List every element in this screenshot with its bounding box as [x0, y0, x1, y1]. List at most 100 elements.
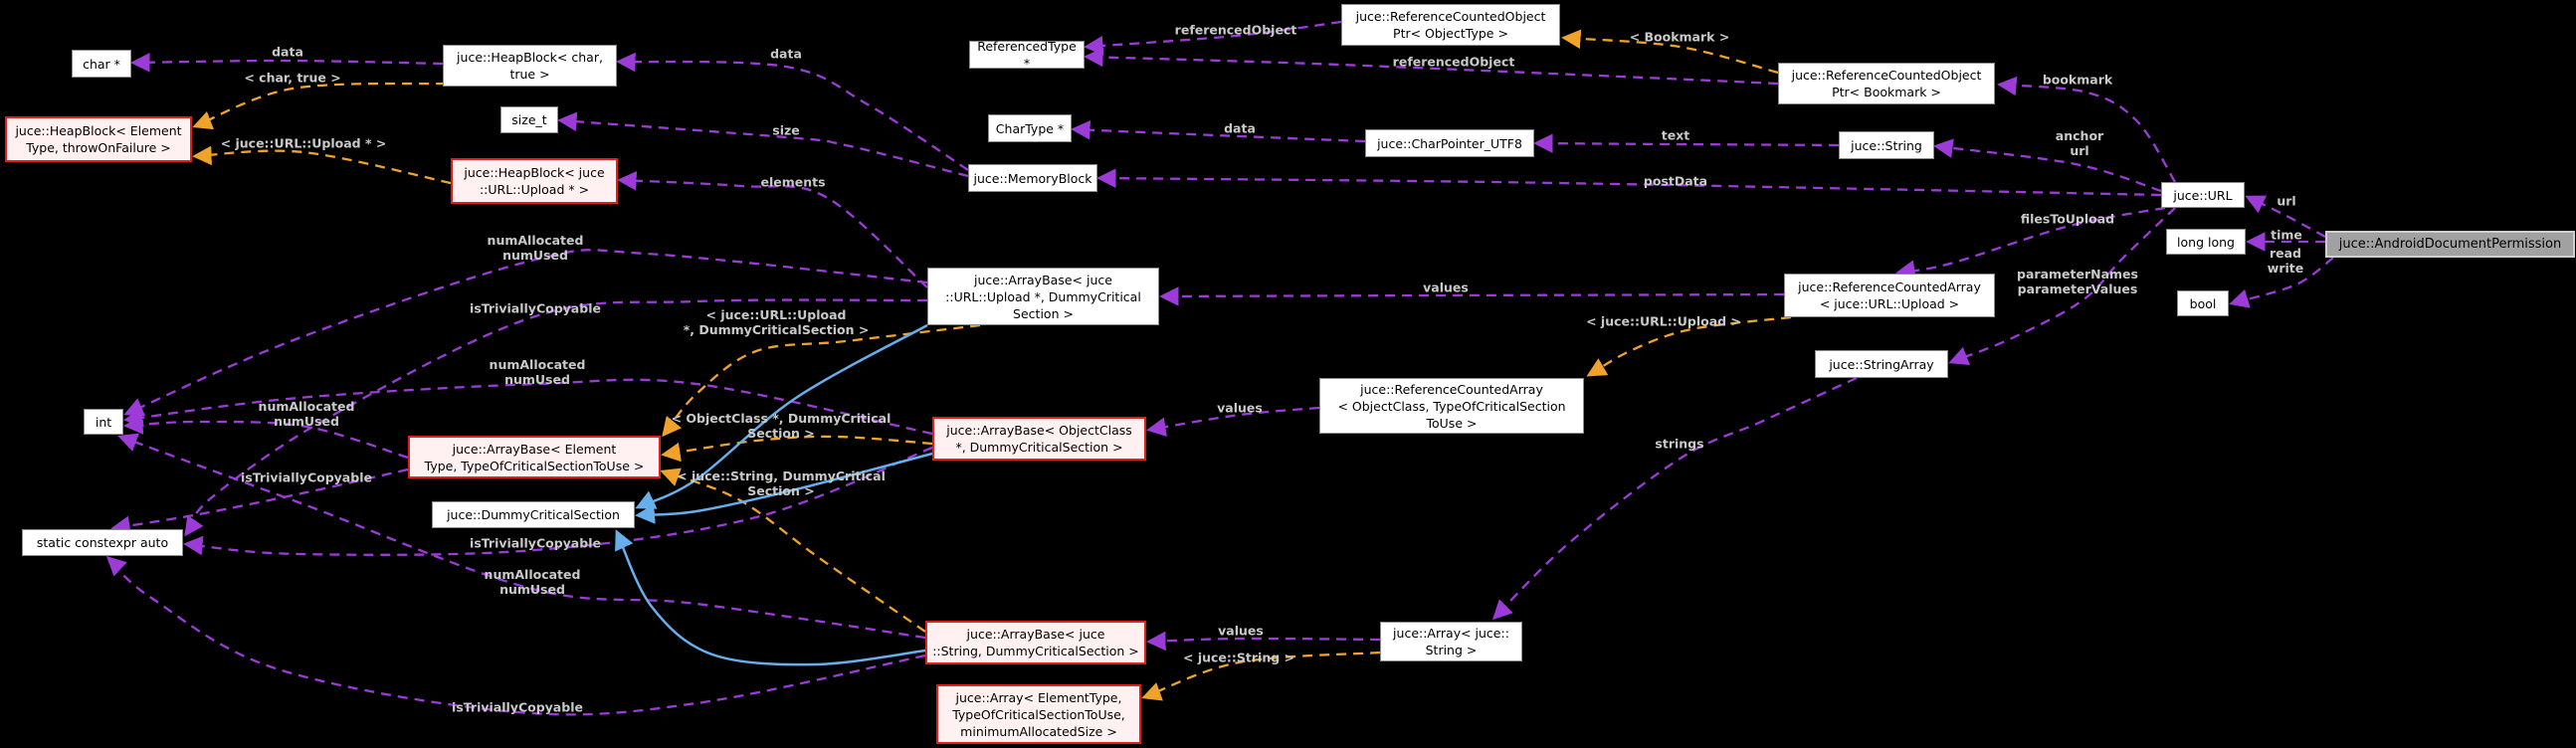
edge-rca-upload-to-arraybase-upload — [1159, 286, 1785, 306]
edge-label-url-to-rcop-bookmark: bookmark — [2042, 72, 2113, 88]
edge-memoryblock-to-size-t — [557, 111, 969, 178]
edge-label-arraybase-objectclass-to-int: numAllocated numUsed — [489, 357, 586, 387]
edge-label-arraybase-string-to-int: numAllocated numUsed — [484, 567, 581, 597]
node-rcop-objecttype[interactable]: juce::ReferenceCountedObject Ptr< Object… — [1341, 4, 1560, 46]
edge-label-arraybase-upload-to-int: numAllocated numUsed — [487, 233, 584, 263]
edge-rcop-bookmark-to-referencedtype-ptr — [1084, 47, 1779, 86]
node-array-elementtype[interactable]: juce::Array< ElementType, TypeOfCritical… — [936, 684, 1141, 744]
node-rca-upload[interactable]: juce::ReferenceCountedArray < juce::URL:… — [1784, 274, 1995, 317]
edge-rcop-objecttype-to-referencedtype-ptr — [1084, 20, 1342, 56]
edge-label-arraybase-string-to-arraybase-elementtype: < juce::String, DummyCritical Section > — [677, 468, 886, 498]
edge-label-arraybase-objectclass-to-arraybase-elementtype: < ObjectClass *, DummyCritical Section > — [671, 411, 892, 441]
node-rcop-bookmark[interactable]: juce::ReferenceCountedObject Ptr< Bookma… — [1778, 63, 1995, 104]
edge-arraybase-objectclass-to-arraybase-elementtype — [661, 435, 933, 463]
edge-label-android-document-permission-to-url: url — [2277, 193, 2296, 209]
edge-array-string-to-arraybase-string — [1146, 631, 1381, 652]
node-url[interactable]: juce::URL — [2161, 182, 2245, 208]
edge-arraybase-elementtype-to-int — [123, 415, 409, 460]
edge-rca-upload-to-rca-objectclass — [1586, 315, 1792, 377]
node-chartype-ptr[interactable]: CharType * — [988, 114, 1072, 142]
edge-url-to-memoryblock — [1096, 168, 2162, 197]
edge-arraybase-objectclass-to-int — [123, 378, 933, 436]
node-charpointer-utf8[interactable]: juce::CharPointer_UTF8 — [1365, 129, 1534, 157]
edge-label-url-to-memoryblock: postData — [1643, 173, 1708, 189]
edge-label-android-document-permission-to-long-long: time — [2271, 227, 2302, 243]
node-char-ptr[interactable]: char * — [72, 50, 131, 78]
edge-charpointer-utf8-to-chartype-ptr — [1071, 119, 1366, 143]
edge-array-string-to-array-elementtype — [1141, 651, 1381, 701]
edge-label-rca-objectclass-to-arraybase-objectclass: values — [1217, 400, 1263, 416]
edge-label-url-to-stringarray: parameterNames parameterValues — [2017, 267, 2138, 296]
node-string[interactable]: juce::String — [1839, 131, 1934, 159]
edge-label-array-string-to-arraybase-string: values — [1218, 623, 1264, 639]
edge-label-arraybase-upload-to-heapblock-upload: elements — [760, 174, 826, 190]
edge-label-rcop-bookmark-to-rcop-objecttype: < Bookmark > — [1629, 29, 1730, 45]
edge-label-rcop-objecttype-to-referencedtype-ptr: referencedObject — [1174, 22, 1297, 38]
edge-arraybase-upload-to-int — [123, 249, 928, 417]
node-array-string[interactable]: juce::Array< juce:: String > — [1380, 622, 1522, 661]
node-arraybase-upload[interactable]: juce::ArrayBase< juce ::URL::Upload *, D… — [927, 268, 1159, 325]
edge-label-stringarray-to-array-string: strings — [1655, 436, 1704, 452]
edge-arraybase-upload-to-dummycriticalsection — [635, 323, 928, 509]
edge-label-arraybase-string-to-static-constexpr-auto: isTriviallyCopyable — [452, 699, 583, 715]
edge-label-rcop-bookmark-to-referencedtype-ptr: referencedObject — [1392, 54, 1515, 70]
edge-label-arraybase-elementtype-to-static-constexpr-auto: isTriviallyCopyable — [241, 469, 372, 485]
edge-rcop-bookmark-to-rcop-objecttype — [1561, 29, 1779, 75]
edge-label-memoryblock-to-size-t: size — [772, 122, 800, 138]
edge-label-arraybase-elementtype-to-int: numAllocated numUsed — [258, 399, 355, 429]
edge-label-rca-upload-to-arraybase-upload: values — [1423, 280, 1469, 295]
edge-label-rca-upload-to-rca-objectclass: < juce::URL::Upload > — [1586, 313, 1741, 329]
edge-stringarray-to-array-string — [1491, 376, 1858, 621]
node-rca-objectclass[interactable]: juce::ReferenceCountedArray < ObjectClas… — [1319, 378, 1584, 434]
edge-arraybase-string-to-static-constexpr-auto — [105, 556, 926, 716]
node-arraybase-string[interactable]: juce::ArrayBase< juce ::String, DummyCri… — [925, 621, 1146, 664]
node-bool[interactable]: bool — [2177, 290, 2229, 316]
edge-label-string-to-charpointer-utf8: text — [1661, 127, 1690, 143]
edge-android-document-permission-to-url — [2245, 195, 2326, 239]
edge-arraybase-objectclass-to-dummycriticalsection — [635, 452, 933, 524]
node-android-document-permission: juce::AndroidDocumentPermission — [2325, 231, 2575, 258]
edge-label-array-string-to-array-elementtype: < juce::String > — [1183, 650, 1294, 665]
edge-heapblock-char-to-heapblock-elementtype — [192, 82, 447, 130]
edge-heapblock-char-to-char-ptr — [130, 53, 444, 73]
edge-url-to-rca-upload — [1895, 206, 2166, 280]
node-dummycriticalsection[interactable]: juce::DummyCriticalSection — [432, 501, 635, 528]
node-heapblock-char[interactable]: juce::HeapBlock< char, true > — [443, 45, 617, 87]
node-memoryblock[interactable]: juce::MemoryBlock — [968, 164, 1097, 192]
node-heapblock-elementtype[interactable]: juce::HeapBlock< Element Type, throwOnFa… — [5, 116, 192, 162]
edge-label-heapblock-char-to-heapblock-elementtype: < char, true > — [244, 70, 341, 86]
edge-heapblock-upload-to-heapblock-elementtype — [192, 145, 452, 185]
edge-arraybase-string-to-dummycriticalsection — [615, 529, 926, 666]
edge-label-arraybase-upload-to-static-constexpr-auto: isTriviallyCopyable — [470, 300, 601, 316]
edge-label-charpointer-utf8-to-chartype-ptr: data — [1224, 120, 1256, 136]
edge-arraybase-elementtype-to-static-constexpr-auto — [110, 468, 409, 536]
edge-label-memoryblock-to-heapblock-char: data — [770, 46, 802, 62]
edge-arraybase-string-to-int — [117, 433, 926, 640]
node-stringarray[interactable]: juce::StringArray — [1815, 350, 1948, 378]
node-arraybase-objectclass[interactable]: juce::ArrayBase< ObjectClass *, DummyCri… — [932, 417, 1146, 461]
edge-label-arraybase-objectclass-to-static-constexpr-auto: isTriviallyCopyable — [470, 535, 601, 551]
node-static-constexpr-auto[interactable]: static constexpr auto — [22, 529, 183, 556]
edge-label-url-to-string: anchor url — [2055, 128, 2104, 158]
edge-arraybase-upload-to-static-constexpr-auto — [184, 298, 928, 537]
edge-memoryblock-to-heapblock-char — [616, 52, 969, 171]
edge-arraybase-objectclass-to-static-constexpr-auto — [183, 446, 933, 556]
node-size-t[interactable]: size_t — [500, 106, 558, 133]
edge-arraybase-upload-to-arraybase-elementtype — [662, 323, 981, 438]
edge-label-url-to-rca-upload: filesToUpload — [2020, 211, 2115, 227]
edge-label-heapblock-upload-to-heapblock-elementtype: < juce::URL::Upload * > — [220, 135, 387, 151]
edge-rca-objectclass-to-arraybase-objectclass — [1146, 406, 1320, 437]
node-heapblock-upload[interactable]: juce::HeapBlock< juce ::URL::Upload * > — [451, 158, 618, 204]
node-referencedtype-ptr[interactable]: ReferencedType * — [969, 39, 1085, 71]
node-arraybase-elementtype[interactable]: juce::ArrayBase< Element Type, TypeOfCri… — [408, 436, 661, 478]
edge-url-to-string — [1933, 138, 2162, 193]
edge-arraybase-string-to-arraybase-elementtype — [660, 468, 926, 633]
node-int[interactable]: int — [84, 409, 123, 435]
edge-url-to-rcop-bookmark — [1997, 76, 2176, 183]
edge-label-android-document-permission-to-bool: read write — [2267, 246, 2304, 276]
node-long-long[interactable]: long long — [2166, 229, 2246, 255]
edge-arraybase-upload-to-heapblock-upload — [617, 171, 928, 288]
edge-label-heapblock-char-to-char-ptr: data — [272, 44, 303, 60]
